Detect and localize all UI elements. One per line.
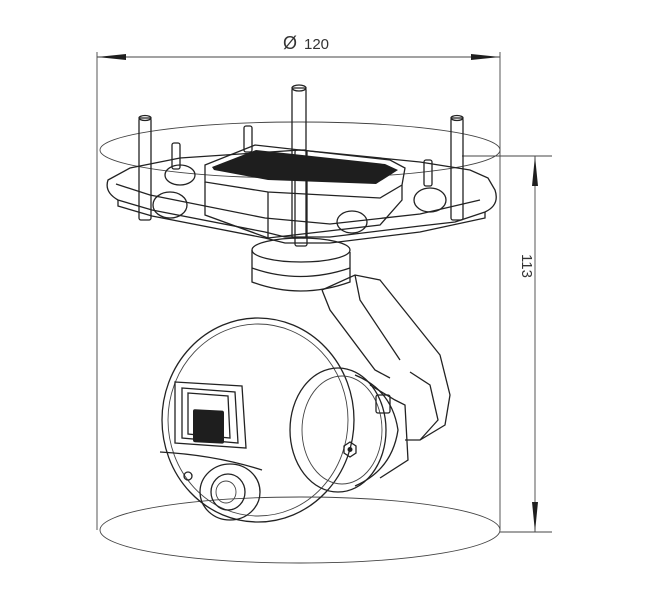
- envelope-cylinder: [96, 52, 501, 564]
- diameter-symbol: Ø: [283, 33, 297, 53]
- yaw-motor: [251, 237, 351, 292]
- camera-ball: [159, 317, 409, 523]
- gimbal-arm: [321, 274, 451, 441]
- gimbal-camera-drawing: [106, 84, 497, 523]
- diameter-dimension: Ø 120: [97, 33, 500, 60]
- heatsink: [204, 144, 406, 239]
- damper-balls: [152, 164, 447, 234]
- height-value: 113: [518, 254, 535, 278]
- height-dimension: 113: [462, 155, 552, 533]
- diameter-value: 120: [304, 36, 329, 53]
